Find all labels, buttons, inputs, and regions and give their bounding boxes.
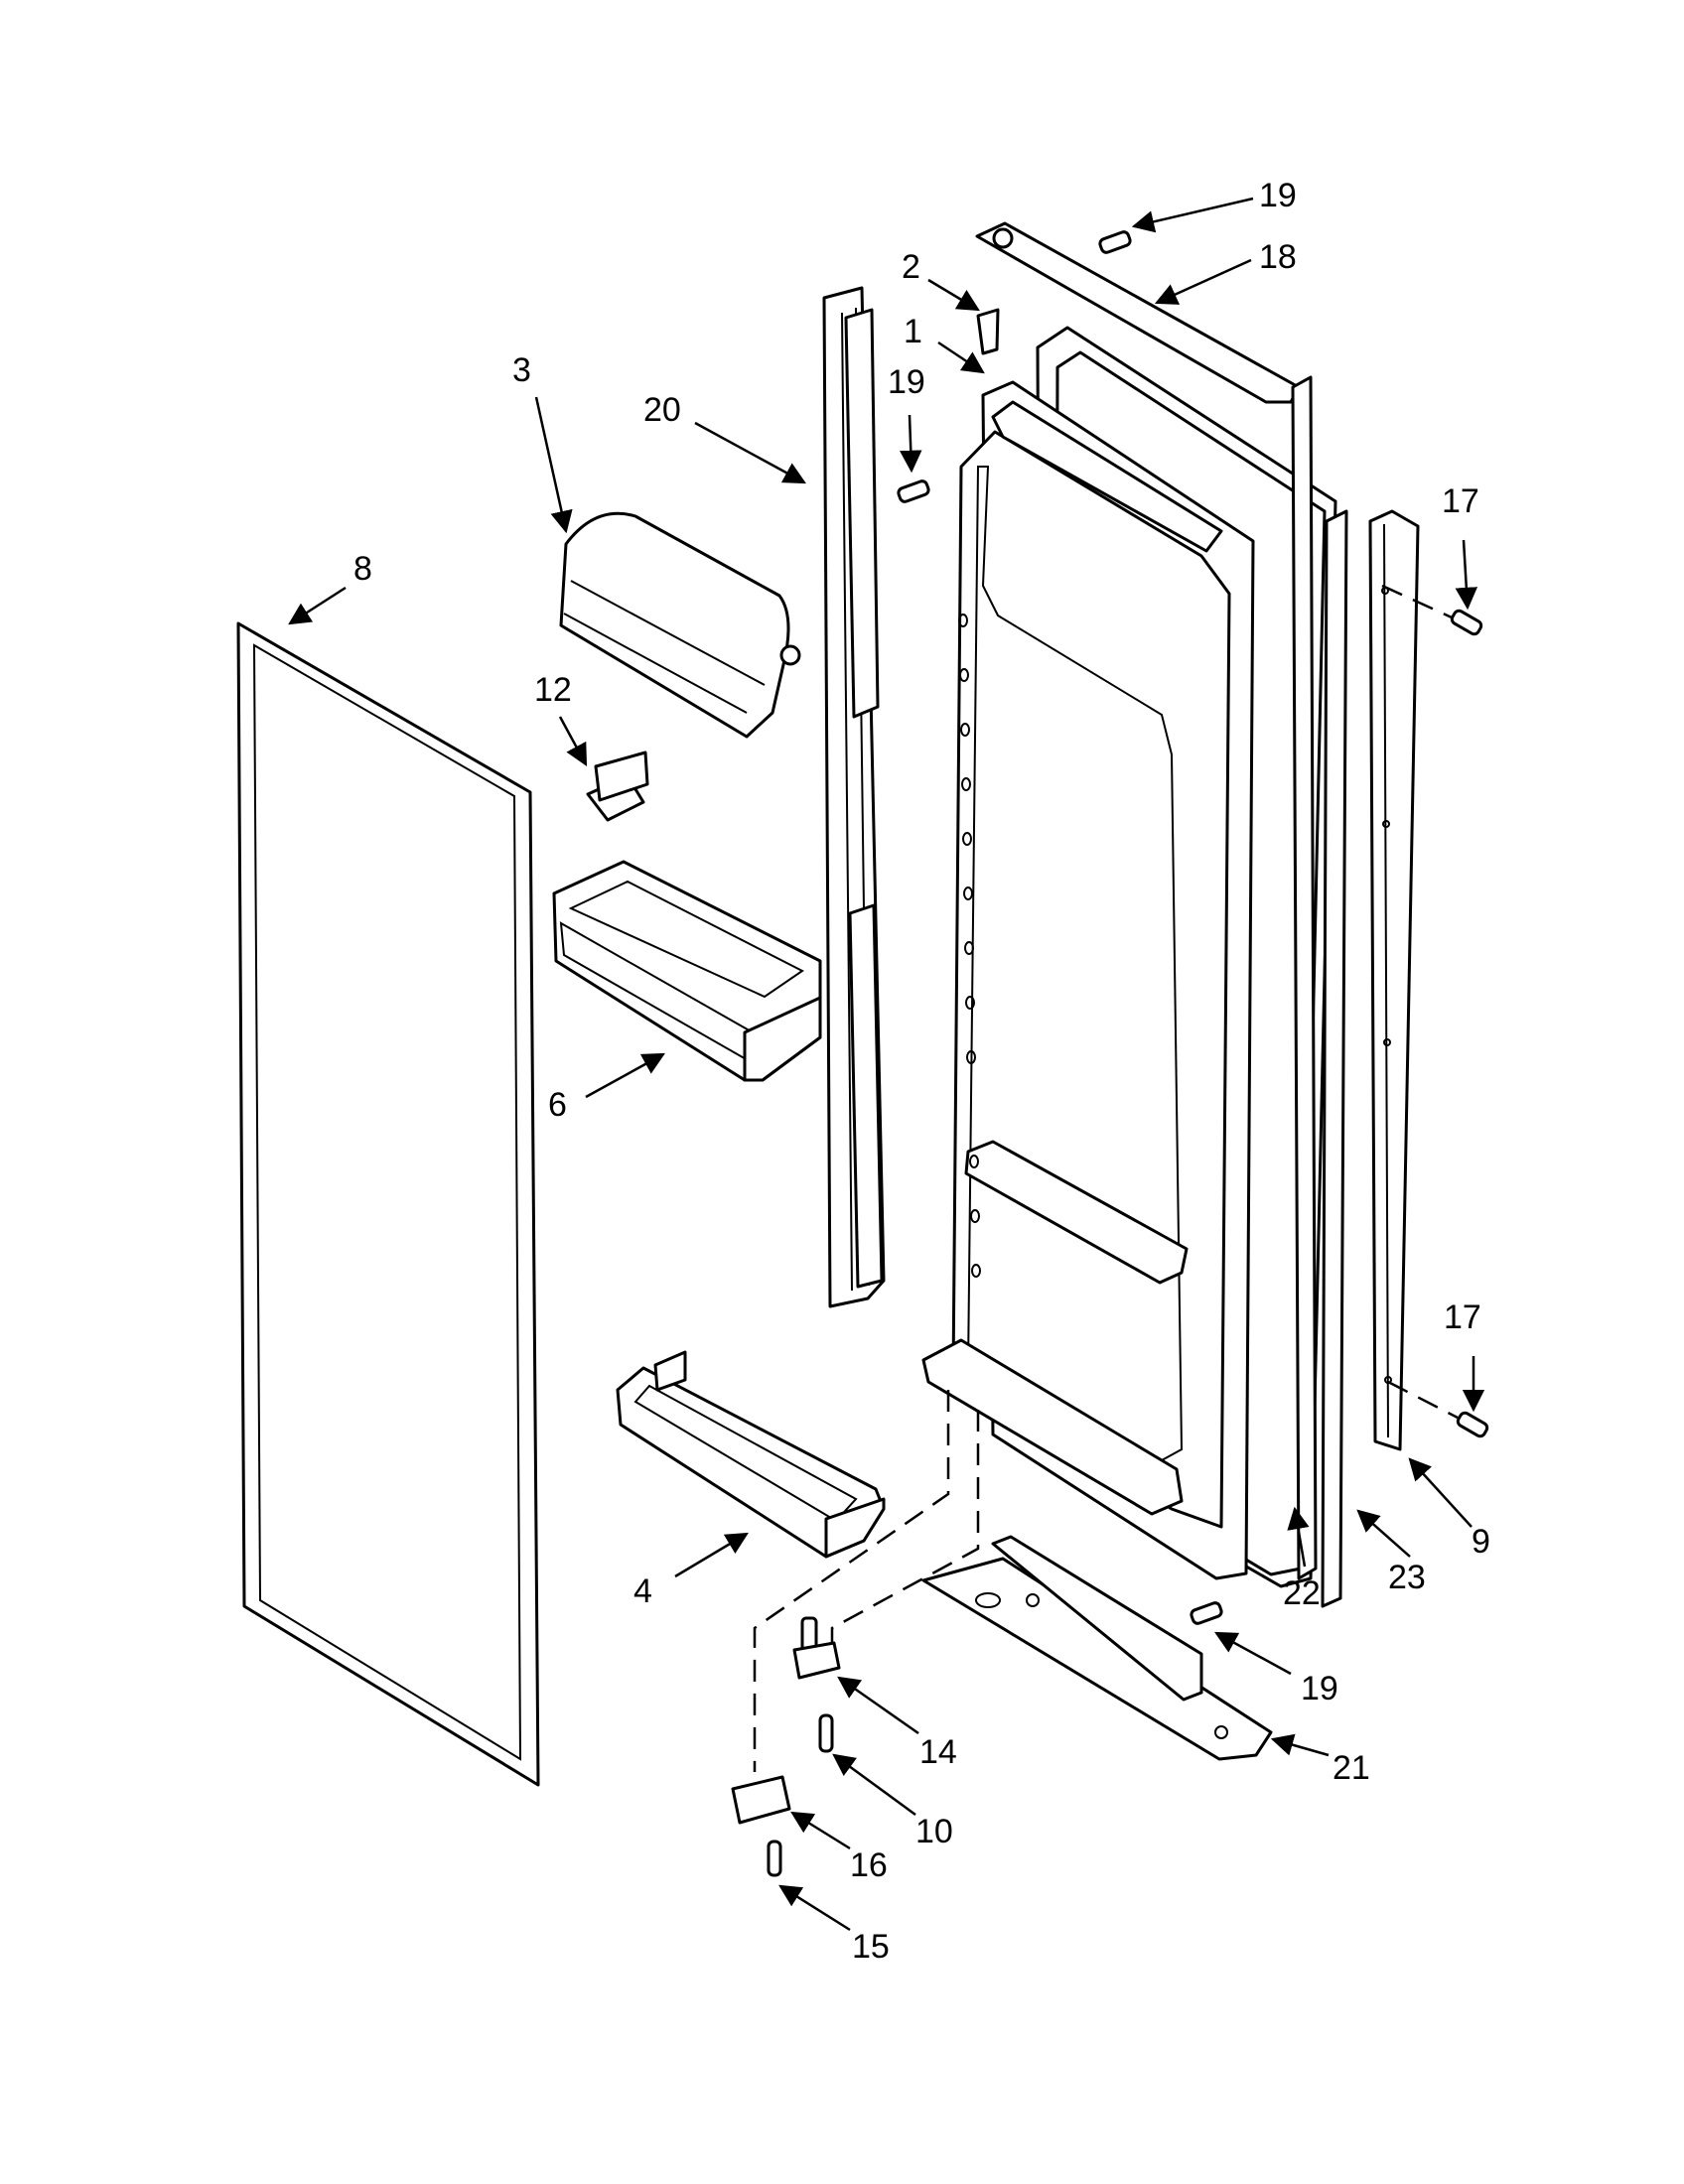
door-liner-holes [958,614,981,1278]
alignment-line-lower-hinge [753,1390,950,1772]
clip-part-12 [586,751,649,822]
hinge-block-part-16 [731,1775,791,1825]
screw-part-19-mid [897,479,930,503]
door-gasket-part-8 [236,621,540,1787]
screw-part-17-top [1450,609,1483,636]
callout-10: 10 [915,1813,953,1850]
callout-3: 3 [512,351,531,389]
callout-22: 22 [1283,1574,1321,1612]
callout-1: 1 [904,313,922,350]
dairy-door-part-3 [559,511,801,739]
callout-12: 12 [534,671,572,709]
callout-18: 18 [1259,238,1297,276]
callout-21: 21 [1333,1749,1370,1787]
callout-20: 20 [643,391,681,429]
callout-17: 17 [1442,482,1479,520]
door-liner [921,326,1337,1588]
callout-6: 6 [548,1086,567,1124]
callout-23: 23 [1388,1559,1426,1596]
door-panel-part-23 [1321,509,1348,1608]
callout-19: 19 [1259,177,1297,214]
leader-arrows [288,197,1485,1932]
screw-path-17-top [1381,584,1453,619]
callout-17: 17 [1444,1298,1481,1336]
screw-part-15 [767,1840,782,1877]
door-bin-part-6 [552,860,822,1082]
callout-19: 19 [888,363,925,401]
screw-part-19-bottom [1190,1601,1223,1625]
trim-strip-part-20 [822,286,886,1308]
callout-14: 14 [919,1733,957,1771]
callout-16: 16 [850,1846,888,1884]
callout-8: 8 [353,550,372,588]
callout-labels: 19 18 2 1 3 20 19 17 8 12 6 17 9 4 22 23… [353,177,1490,1966]
screw-path-17-bottom [1387,1380,1459,1420]
screw-part-10 [818,1713,834,1753]
screw-part-17-bottom [1456,1411,1489,1438]
side-trim-part-9 [1368,509,1420,1451]
callout-4: 4 [633,1572,652,1610]
door-panel-part-22 [1291,375,1318,1580]
door-bin-part-4 [616,1350,886,1559]
screw-part-19-top [1098,230,1132,254]
bottom-hinge-part-21 [921,1535,1273,1761]
plug-part-2 [976,308,1000,355]
callout-9: 9 [1472,1523,1490,1561]
hinge-pin-part-14 [792,1616,841,1680]
callout-2: 2 [902,248,920,286]
callout-19: 19 [1301,1670,1338,1707]
callout-15: 15 [852,1928,890,1966]
